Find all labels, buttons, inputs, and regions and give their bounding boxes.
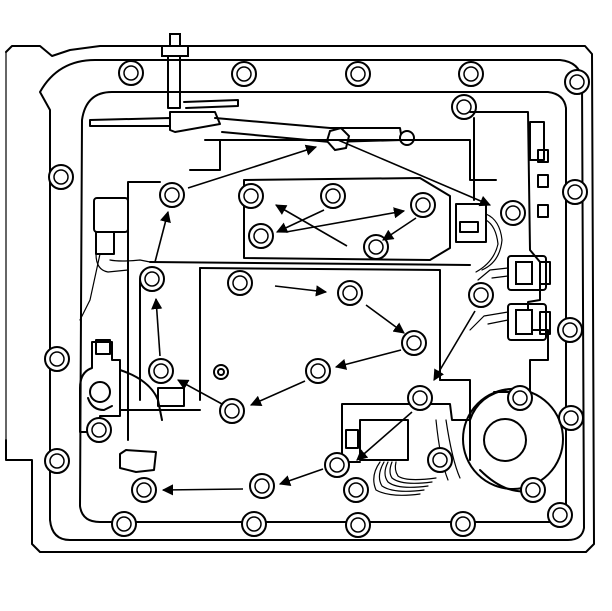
solenoid-connector-upper	[477, 255, 551, 291]
solenoid-connector-lower	[469, 303, 551, 341]
lower-left-components	[79, 339, 185, 473]
sequence-arrows	[151, 139, 492, 496]
perimeter-bolts	[44, 60, 590, 538]
left-solenoid	[79, 197, 151, 321]
transmission-case-outline	[5, 45, 595, 553]
misc-details	[213, 364, 229, 380]
